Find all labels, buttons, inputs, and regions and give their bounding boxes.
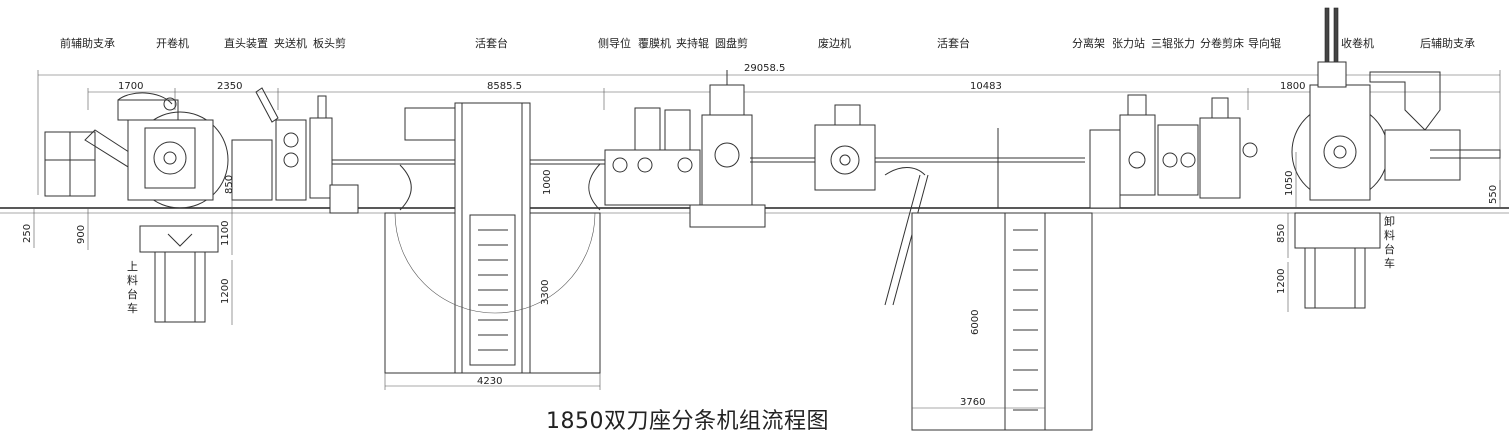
dim-8585: 8585.5	[487, 81, 522, 92]
unloading-car-char-4: 车	[1384, 256, 1395, 270]
top-dimensions: 29058.5 1700 2350 8585.5 10483 1800	[37, 63, 1501, 200]
vdim-6000: 6000	[970, 310, 981, 335]
label-tension-station: 张力站	[1112, 36, 1145, 50]
label-rear-aux-support: 后辅助支承	[1420, 36, 1475, 50]
label-film-laminator: 覆膜机	[638, 36, 671, 50]
loading-car-char-3: 台	[127, 287, 138, 301]
vdim-850-left: 850	[224, 175, 235, 194]
vdim-250: 250	[22, 224, 33, 243]
dim-1700: 1700	[118, 81, 143, 92]
label-split-shear: 分卷剪床	[1200, 36, 1244, 50]
dim-overall: 29058.5	[744, 63, 785, 74]
dim-3760: 3760	[960, 397, 985, 408]
loading-car-char-2: 料	[127, 273, 138, 287]
label-guide-roll: 导向辊	[1248, 36, 1281, 50]
slitter-group	[604, 70, 876, 228]
label-head-shear: 板头剪	[313, 36, 346, 50]
label-straightener: 直头装置	[224, 36, 268, 50]
unloading-car-char-3: 台	[1384, 242, 1395, 256]
unloading-car-char-2: 料	[1384, 228, 1395, 242]
label-separator: 分离架	[1072, 36, 1105, 50]
dim-2350: 2350	[217, 81, 242, 92]
label-uncoiler: 开卷机	[156, 36, 189, 50]
label-recoiler: 收卷机	[1341, 36, 1374, 50]
recoiler-group: 卸 料 台 车 1050 550 850 1200	[1089, 7, 1501, 312]
dim-10483: 10483	[970, 81, 1002, 92]
vdim-1000: 1000	[542, 170, 553, 195]
uncoiler-group: 250 900 1100 1200 850 上 料 台 车	[22, 87, 359, 325]
loading-car-char-4: 车	[127, 301, 138, 315]
vdim-850-right: 850	[1276, 224, 1287, 243]
diagram-title: 1850双刀座分条机组流程图	[546, 409, 829, 434]
dim-1800: 1800	[1280, 81, 1305, 92]
label-circular-shear: 圆盘剪	[715, 36, 748, 50]
label-three-roll-tension: 三辊张力	[1151, 36, 1195, 50]
looping-pit-2: 3760 6000	[875, 128, 1093, 431]
label-pinch-roll: 夹持辊	[676, 36, 709, 50]
vdim-900: 900	[76, 225, 87, 244]
unloading-car-char-1: 卸	[1384, 214, 1395, 228]
label-pinch-feeder: 夹送机	[274, 36, 307, 50]
vdim-1100: 1100	[220, 221, 231, 246]
looping-pit-1: 4230 1000 3300	[332, 102, 605, 390]
vdim-550: 550	[1488, 185, 1499, 204]
label-side-guide: 侧导位	[598, 36, 631, 50]
vdim-1050: 1050	[1284, 171, 1295, 196]
label-looping-pit-1: 活套台	[475, 36, 508, 50]
loading-car-char-1: 上	[127, 260, 138, 273]
vdim-1200-left: 1200	[220, 279, 231, 304]
label-looping-pit-2: 活套台	[937, 36, 970, 50]
label-front-aux-support: 前辅助支承	[60, 36, 115, 50]
vdim-1200-right: 1200	[1276, 269, 1287, 294]
station-labels: 前辅助支承 开卷机 直头装置 夹送机 板头剪 活套台 侧导位 覆膜机 夹持辊 圆…	[60, 36, 1475, 50]
vdim-3300: 3300	[540, 280, 551, 305]
dim-4230: 4230	[477, 376, 502, 387]
label-scrap-winder: 废边机	[818, 36, 851, 50]
